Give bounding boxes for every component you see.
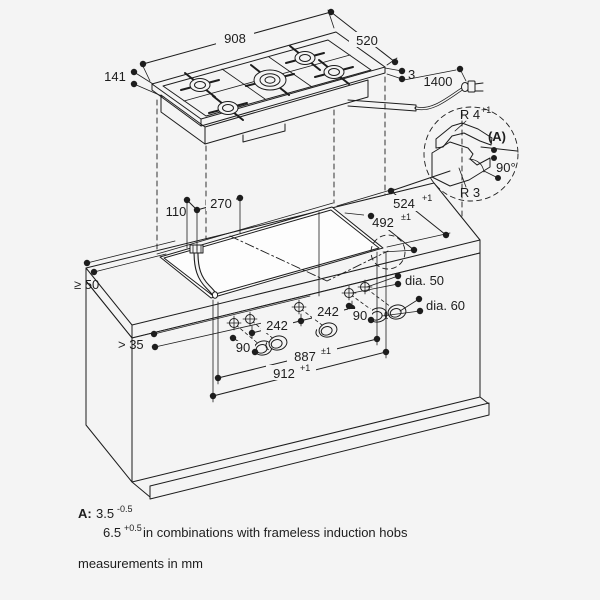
burner-right-rear [285, 45, 325, 71]
dim-hob-depth: 520 [356, 33, 378, 48]
front-panel-dimensions: dia. 50 dia. 60 242 242 90 90 887 ±1 912… [209, 251, 465, 403]
hob-dimensions: 908 520 141 3 1400 [104, 8, 467, 98]
dim-hole-span-sup: ±1 [321, 346, 331, 356]
footnote-b-text: in combinations with frameless induction… [143, 525, 408, 540]
dim-cable-length: 1400 [424, 74, 453, 89]
dim-gas-offset-b: 270 [210, 196, 232, 211]
dim-cutout-depth-inner: 492 [372, 215, 394, 230]
dim-gas-offset-a: 110 [166, 204, 187, 219]
corner-detail-view: R 4 +1 (A) 90° R 3 [390, 105, 519, 202]
worktop-cutout [156, 202, 406, 299]
detail-angle-label: 90° [496, 160, 516, 175]
dim-hob-width: 908 [224, 31, 246, 46]
burner-left-front [208, 95, 248, 121]
dim-hole-span-outer: 912 [273, 366, 295, 381]
dim-cutout-depth: 524 [393, 196, 415, 211]
footnote-a-key: A: [78, 506, 92, 521]
footnote-a-value: 3.5 [96, 506, 114, 521]
footnote-a-sup: -0.5 [117, 504, 133, 514]
dim-hole-span-outer-sup: +1 [300, 363, 310, 373]
footnote-b-value: 6.5 [103, 525, 121, 540]
units-note: measurements in mm [78, 556, 203, 571]
dim-offset-left: 90 [236, 340, 250, 355]
burner-left-rear [180, 72, 220, 98]
dim-cutout-depth-inner-sup: ±1 [401, 212, 411, 222]
dim-cutout-depth-sup: +1 [422, 193, 432, 203]
dim-front-clearance: > 35 [118, 337, 144, 352]
dim-rear-clearance: ≥ 50 [74, 277, 99, 292]
worktop-dimensions: 110 270 524 +1 492 ±1 ≥ 50 > 35 [74, 187, 451, 352]
footnotes: A: 3.5 -0.5 6.5 +0.5 in combinations wit… [78, 504, 408, 571]
worktop-edge-section [431, 141, 491, 187]
cabinet-drawing [85, 182, 490, 500]
dim-hob-edge: 3 [408, 67, 415, 82]
hob-drawing [151, 31, 484, 145]
dim-hole-span: 887 [294, 349, 316, 364]
burner-right-front [314, 59, 354, 85]
detail-ref-label: (A) [488, 129, 506, 144]
detail-radius-top-label: R 4 [460, 107, 480, 122]
dim-spacing-left: 242 [266, 318, 288, 333]
gas-connection-pipe [189, 244, 219, 299]
plug-icon [461, 80, 484, 93]
hob-edge-section [435, 122, 493, 149]
dim-spacing-right: 242 [317, 304, 339, 319]
power-cord [414, 80, 484, 111]
dim-hole-large: dia. 60 [426, 298, 465, 313]
detail-radius-top-sup: +1 [481, 105, 491, 115]
burner-center-wok [245, 64, 295, 96]
detail-radius-bottom-label: R 3 [460, 185, 480, 200]
footnote-b-sup: +0.5 [124, 523, 142, 533]
dim-hole-small: dia. 50 [405, 273, 444, 288]
projection-lines [156, 76, 463, 293]
dim-offset-right: 90 [353, 308, 367, 323]
detail-reference-circle [370, 234, 406, 270]
drill-holes-dia50 [226, 279, 373, 331]
dim-hob-height: 141 [104, 69, 126, 84]
